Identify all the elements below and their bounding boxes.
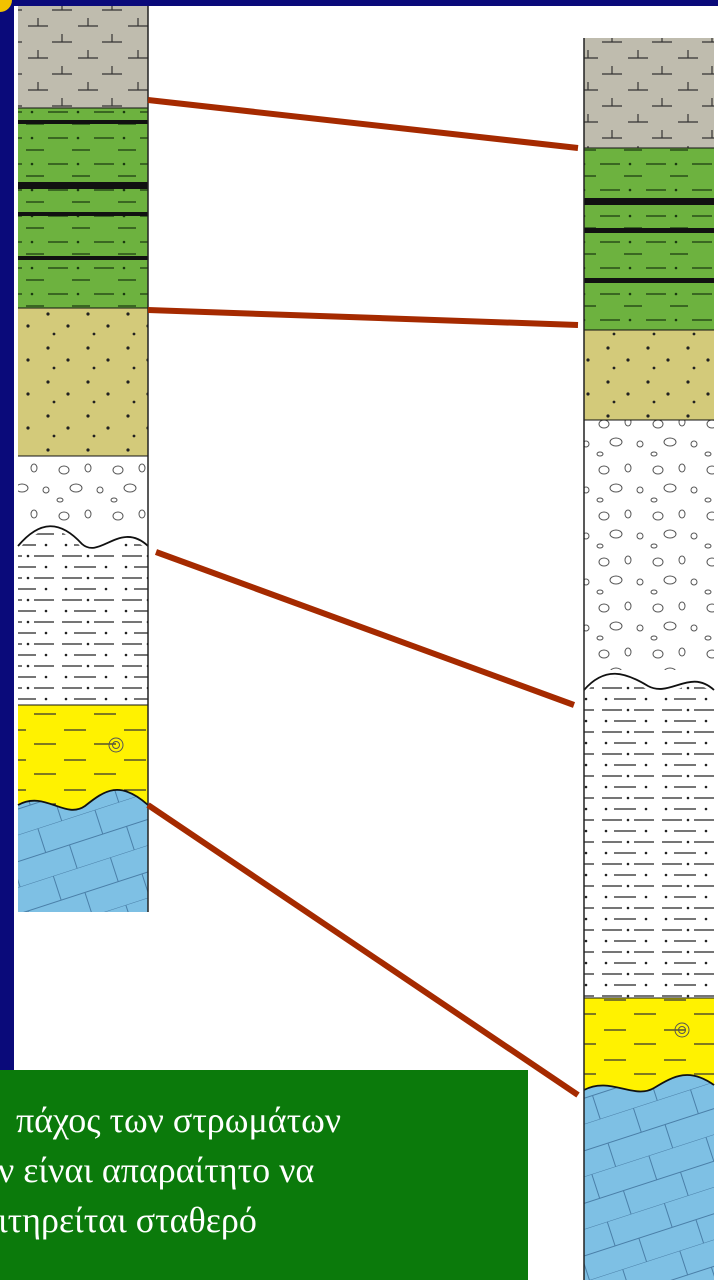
left-coal-seam <box>18 256 148 260</box>
right-coal-seam <box>584 228 714 233</box>
caption-line-1: πάχος των στρωμάτων <box>16 1100 341 1140</box>
correlation-line-unconformity-1 <box>156 552 574 705</box>
left-stratigraphic-column <box>18 6 148 912</box>
caption-line-2: ν είναι απαραίτητο να <box>0 1150 314 1190</box>
correlation-line-shale-sandstone <box>148 310 578 325</box>
left-coal-seam <box>18 182 148 189</box>
right-stratigraphic-column <box>584 38 714 1280</box>
correlation-line-limestone-shale <box>148 100 578 148</box>
correlation-line-unconformity-2 <box>148 805 578 1095</box>
caption-box: πάχος των στρωμάτων ν είναι απαραίτητο ν… <box>0 1070 528 1280</box>
correlation-lines <box>148 100 578 1095</box>
right-coal-seam <box>584 278 714 283</box>
right-coal-seam <box>584 198 714 205</box>
caption-line-3: ιτηρείται σταθερό <box>0 1200 257 1240</box>
left-coal-seam <box>18 120 148 124</box>
left-coal-seam <box>18 212 148 216</box>
